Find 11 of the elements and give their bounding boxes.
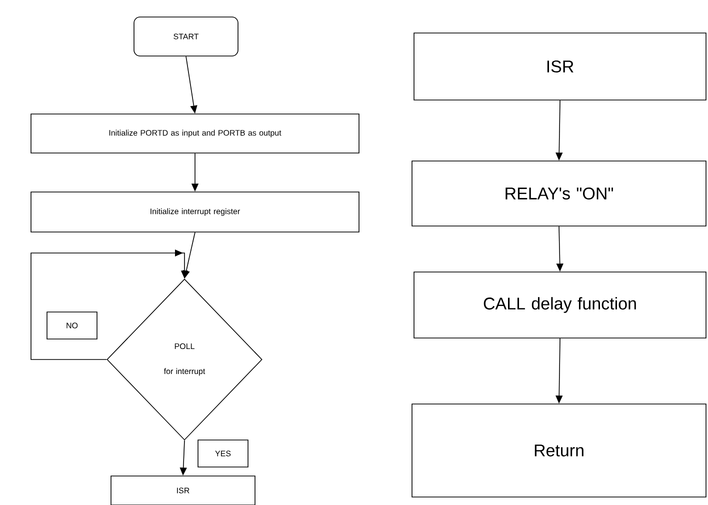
process-box: Initialize PORTD as input and PORTB as output	[30, 114, 360, 154]
branch-label-box: NO	[46, 312, 98, 340]
process-box: ISR	[414, 32, 706, 100]
process-box: Return	[412, 404, 706, 498]
arrow	[30, 250, 188, 360]
process-box: ISR	[110, 476, 256, 505]
process-box: CALL delay function	[414, 272, 706, 338]
process-box: Initialize interrupt register	[30, 192, 360, 232]
process-box: RELAY's "ON"	[412, 160, 706, 226]
branch-label-box: YES	[198, 440, 248, 468]
start-terminal: START	[134, 16, 238, 56]
